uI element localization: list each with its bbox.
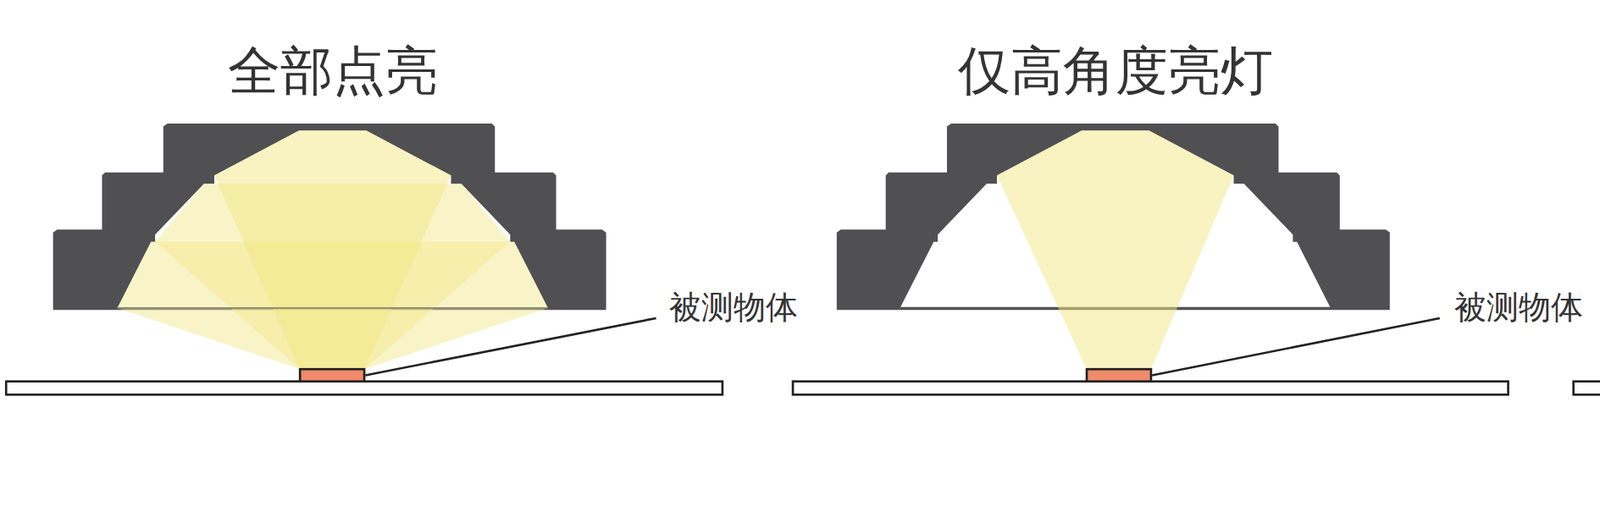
base-plate bbox=[1573, 382, 1600, 396]
panel-title: 全部点亮 bbox=[227, 42, 438, 100]
high-angle-light bbox=[996, 130, 1234, 370]
panel-title: 仅高角度亮灯 bbox=[957, 42, 1274, 100]
leader-line bbox=[1151, 318, 1440, 376]
callout-label: 被测物体 bbox=[1454, 290, 1584, 327]
base-plate bbox=[792, 382, 1509, 396]
test-object bbox=[1086, 369, 1152, 382]
high-angle-light bbox=[214, 130, 451, 370]
leader-line bbox=[365, 318, 656, 376]
base-plate bbox=[5, 382, 723, 396]
all-lit-panel bbox=[5, 123, 723, 395]
high-angle-panel bbox=[792, 123, 1509, 395]
test-object bbox=[299, 369, 365, 382]
callout-label: 被测物体 bbox=[669, 290, 798, 327]
cavity-edge bbox=[117, 307, 549, 310]
